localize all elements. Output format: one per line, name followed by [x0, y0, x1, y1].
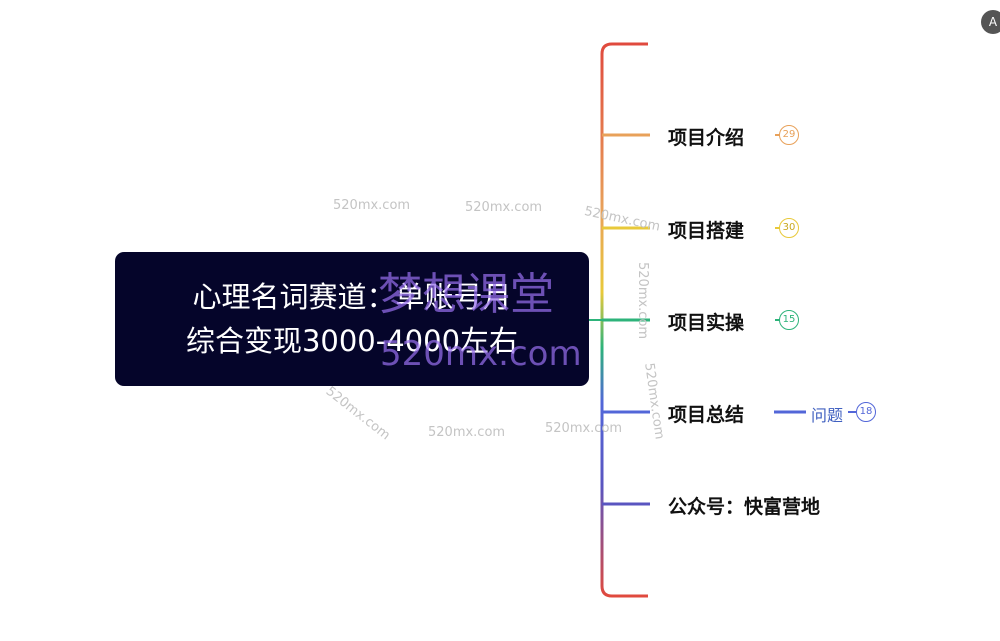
count-badge-issues[interactable]: 18: [856, 402, 876, 422]
watermark-brand: 梦想课堂: [378, 269, 554, 320]
root-title-line-2: 综合变现3000-4000左右: [185, 324, 519, 358]
branch-project-intro[interactable]: 项目介绍: [668, 127, 745, 149]
root-title-line-1: 心理名词赛道：单账号月: [192, 280, 512, 314]
root-topic[interactable]: 心理名词赛道：单账号月 综合变现3000-4000左右: [115, 252, 589, 386]
branch-project-setup[interactable]: 项目搭建: [668, 220, 745, 242]
count-badge-setup[interactable]: 30: [779, 218, 799, 238]
watermark-text: 520mx.com: [635, 262, 650, 340]
watermark-text: 520mx.com: [333, 198, 411, 213]
watermark-text: 520mx.com: [545, 421, 623, 436]
watermark-text: 520mx.com: [428, 425, 506, 440]
translate-icon[interactable]: A: [981, 10, 1000, 34]
branch-project-summary[interactable]: 项目总结: [668, 404, 745, 426]
watermark-site-large: 520mx.com: [380, 334, 582, 374]
watermark-text: 520mx.com: [465, 200, 543, 215]
count-badge-practice[interactable]: 15: [779, 310, 799, 330]
count-badge-intro[interactable]: 29: [779, 125, 799, 145]
leaf-issues[interactable]: 问题: [811, 406, 844, 425]
branch-project-practice[interactable]: 项目实操: [668, 312, 745, 334]
branch-official-account[interactable]: 公众号：快富营地: [668, 496, 821, 518]
